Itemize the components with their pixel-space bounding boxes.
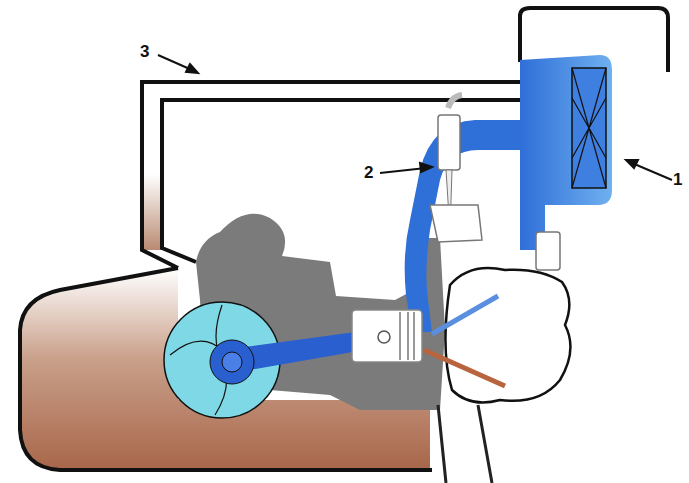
big-end	[210, 340, 254, 384]
filter-element	[572, 68, 606, 188]
piston-rings	[400, 312, 414, 360]
breather-tube-fill	[142, 82, 532, 250]
breather-tube-outer	[142, 82, 532, 268]
cylinder-head	[445, 268, 570, 403]
fuel-line	[448, 95, 462, 108]
idle-valve	[536, 232, 560, 270]
exhaust-valve	[424, 350, 505, 386]
exhaust-pipe	[438, 405, 492, 483]
throttle-body	[430, 205, 482, 242]
leader-arrows	[158, 55, 672, 180]
callout-number: 3	[140, 42, 149, 62]
callout-number: 2	[364, 163, 373, 183]
leader-line	[158, 55, 192, 70]
callout-number: 1	[673, 170, 682, 190]
leader-line	[380, 168, 426, 173]
wrist-pin	[378, 331, 390, 343]
crank-pin	[222, 352, 242, 372]
arrow-head	[186, 64, 198, 73]
arrow-head	[420, 163, 432, 172]
piston	[352, 310, 422, 362]
arrow-head	[626, 160, 638, 168]
intake-valve	[432, 296, 498, 334]
air-filter-housing	[520, 55, 612, 250]
leader-line	[632, 163, 672, 180]
filter-element-hatch	[572, 68, 606, 188]
fuel-injector	[438, 115, 460, 170]
